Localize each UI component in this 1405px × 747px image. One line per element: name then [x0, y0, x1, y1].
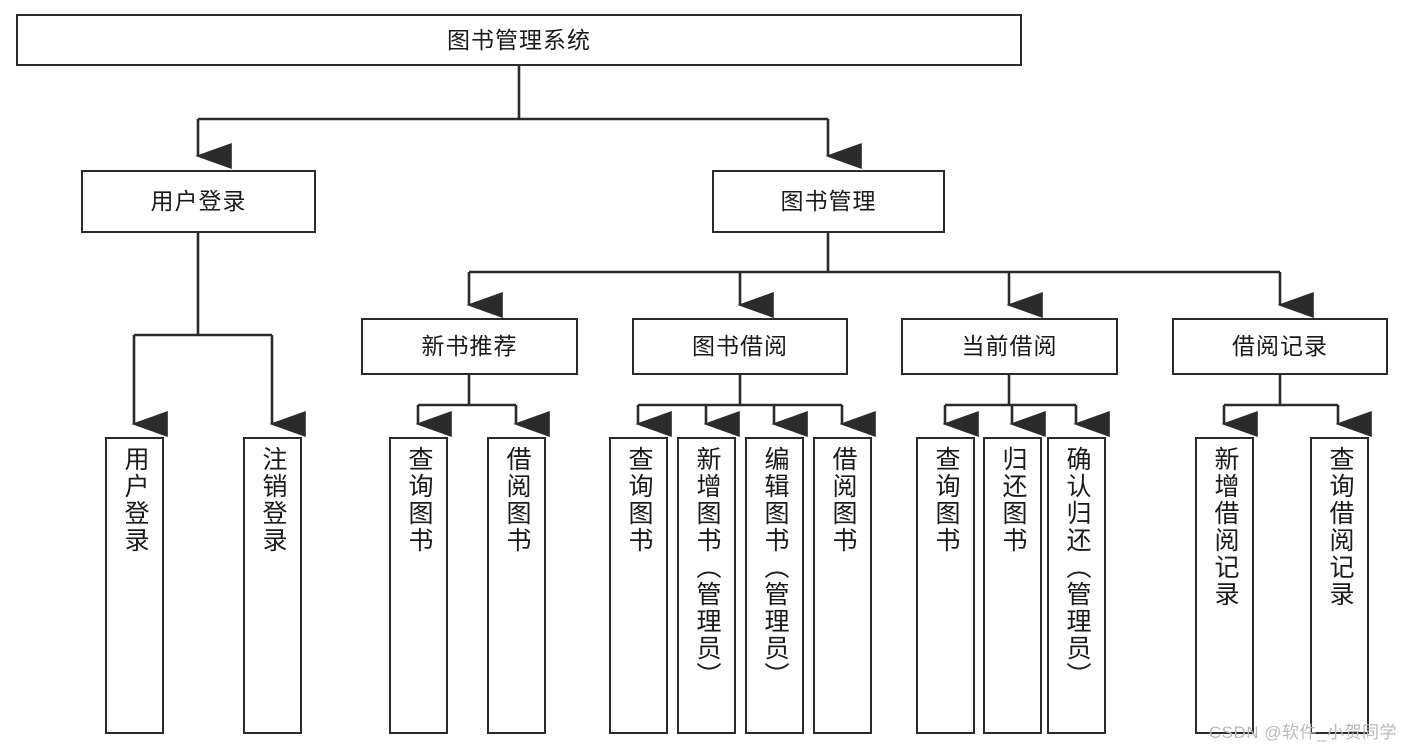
node-label: 用户登录	[121, 446, 149, 554]
node-label: 新增借阅记录	[1211, 446, 1239, 608]
node-label: 查询图书	[625, 446, 653, 554]
node-leaf-query-book-recommend[interactable]: 查询图书	[389, 437, 448, 734]
node-label: 借阅记录	[1232, 333, 1328, 360]
node-label: 查询图书	[405, 446, 433, 554]
node-leaf-query-borrow-record[interactable]: 查询借阅记录	[1310, 437, 1369, 734]
node-leaf-borrow-book-recommend[interactable]: 借阅图书	[487, 437, 546, 734]
node-leaf-query-book-borrow[interactable]: 查询图书	[609, 437, 668, 734]
node-book-manage[interactable]: 图书管理	[712, 170, 945, 233]
node-leaf-borrow-book[interactable]: 借阅图书	[813, 437, 872, 734]
node-leaf-confirm-return[interactable]: 确认归还（管理员）	[1047, 437, 1106, 734]
node-root-book-management-system[interactable]: 图书管理系统	[16, 14, 1022, 66]
node-borrow-record[interactable]: 借阅记录	[1172, 318, 1388, 375]
node-label: 当前借阅	[961, 333, 1058, 360]
node-leaf-add-book[interactable]: 新增图书（管理员）	[677, 437, 736, 734]
node-leaf-user-login[interactable]: 用户登录	[105, 437, 164, 734]
node-label: 借阅图书	[503, 446, 531, 554]
node-current-borrow[interactable]: 当前借阅	[901, 318, 1118, 375]
node-label: 图书借阅	[692, 333, 788, 360]
node-book-borrow[interactable]: 图书借阅	[632, 318, 848, 375]
node-label: 用户登录	[150, 188, 247, 215]
node-leaf-query-book-current[interactable]: 查询图书	[916, 437, 975, 734]
node-label: 图书管理系统	[447, 26, 591, 53]
node-user-login[interactable]: 用户登录	[81, 170, 316, 233]
node-leaf-edit-book[interactable]: 编辑图书（管理员）	[745, 437, 804, 734]
node-leaf-return-book[interactable]: 归还图书	[983, 437, 1042, 734]
node-label: 借阅图书	[829, 446, 857, 554]
node-new-book-recommend[interactable]: 新书推荐	[361, 318, 578, 375]
node-label: 新书推荐	[421, 333, 518, 360]
node-label: 图书管理	[780, 188, 877, 215]
node-label: 查询图书	[932, 446, 960, 554]
watermark: CSDN @软件_小贺同学	[1208, 723, 1397, 742]
node-label: 归还图书	[999, 446, 1027, 554]
node-label: 注销登录	[259, 446, 287, 554]
node-leaf-logout-login[interactable]: 注销登录	[243, 437, 302, 734]
node-label: 查询借阅记录	[1326, 446, 1354, 608]
node-leaf-add-borrow-record[interactable]: 新增借阅记录	[1195, 437, 1254, 734]
node-label: 新增图书（管理员）	[693, 446, 721, 689]
node-label: 确认归还（管理员）	[1063, 446, 1091, 689]
node-label: 编辑图书（管理员）	[761, 446, 789, 689]
